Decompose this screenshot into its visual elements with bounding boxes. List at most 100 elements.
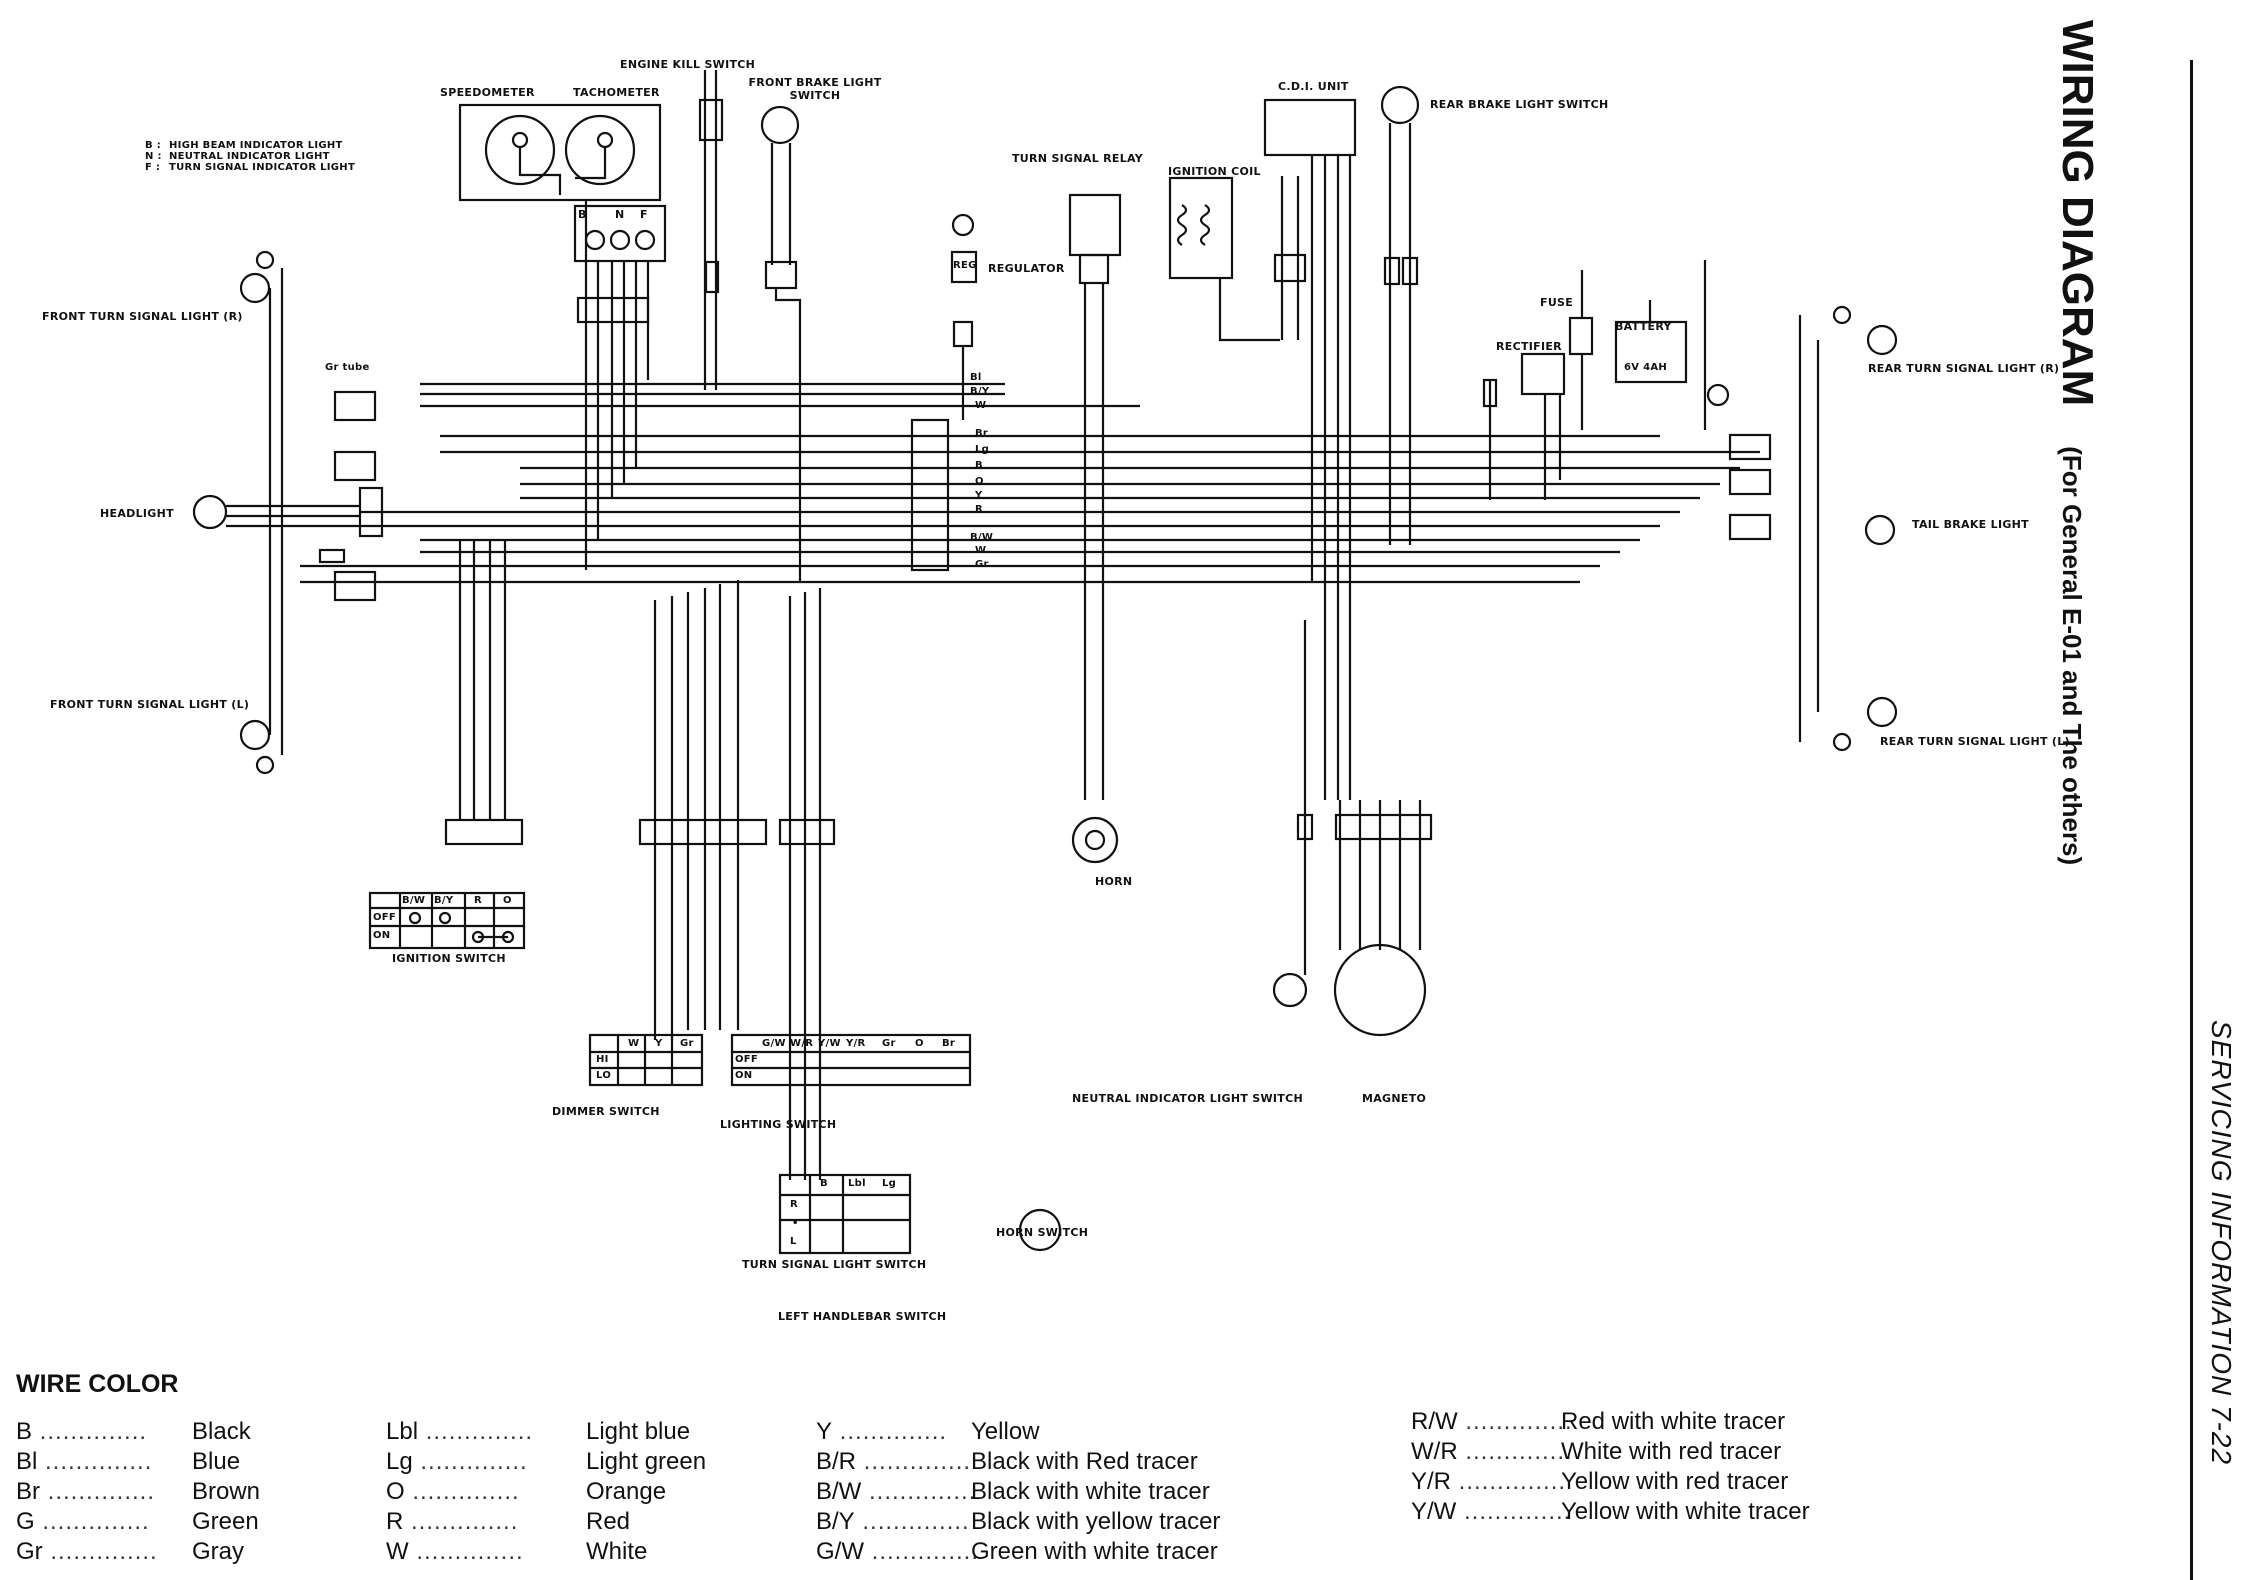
indicator-b: B	[578, 208, 587, 221]
magneto	[1272, 620, 1433, 1037]
lit-h2: Y/W	[818, 1038, 841, 1049]
front-turn-l-label: FRONT TURN SIGNAL LIGHT (L)	[50, 698, 250, 711]
bus-lbl-2: W	[975, 400, 987, 411]
wire-color-name: Black with white tracer	[971, 1478, 1210, 1505]
headlight-label: HEADLIGHT	[100, 507, 174, 520]
wire-color-code: G/W	[816, 1538, 864, 1565]
rectifier-label: RECTIFIER	[1496, 340, 1562, 353]
magneto-label: MAGNETO	[1362, 1092, 1427, 1105]
wire-color-code: R/W	[1411, 1408, 1458, 1435]
bus-lbl-0: Bl	[970, 372, 982, 383]
wire-color-name: Gray	[192, 1538, 245, 1565]
dim-h0: W	[628, 1038, 640, 1049]
wire-color-entry: R ..............Red	[386, 1508, 630, 1536]
wire-color-entry: Lg ..............Light green	[386, 1448, 706, 1476]
leader-dots: ..............	[856, 1448, 972, 1475]
wire-color-name: Light blue	[586, 1418, 691, 1445]
lit-h1: W/R	[790, 1038, 814, 1049]
regulator	[910, 213, 978, 572]
ignition-switch	[368, 540, 526, 950]
wire-color-entry: Y/R ..............Yellow with red tracer	[1411, 1468, 1788, 1496]
horn	[1071, 816, 1119, 864]
ign-r1: ON	[373, 930, 391, 941]
ts-h2: Lg	[882, 1178, 897, 1189]
indicator-key-f: F :TURN SIGNAL INDICATOR LIGHT	[145, 162, 356, 173]
leader-dots: ..............	[42, 1538, 158, 1565]
ignition-coil-label: IGNITION COIL	[1168, 165, 1261, 178]
leader-dots: ..............	[1457, 1408, 1573, 1435]
leader-dots: ..............	[864, 1538, 980, 1565]
tachometer-label: TACHOMETER	[573, 86, 660, 99]
dim-h1: Y	[655, 1038, 663, 1049]
wire-color-entry: Y ..............Yellow	[816, 1418, 1040, 1446]
wire-color-name: Yellow with red tracer	[1561, 1468, 1789, 1495]
dim-r1: LO	[596, 1070, 612, 1081]
lit-r1: ON	[735, 1070, 753, 1081]
ts-r0: R	[790, 1199, 799, 1210]
wire-color-code: Y	[816, 1418, 833, 1445]
ign-h1: B/Y	[434, 895, 454, 906]
battery-rating: 6V 4AH	[1624, 362, 1668, 373]
wire-color-code: Y/W	[1411, 1498, 1457, 1525]
bus-lbl-6: O	[975, 476, 984, 487]
wire-color-entry: G/W ..............Green with white trace…	[816, 1538, 1218, 1566]
rear-turn-l-label: REAR TURN SIGNAL LIGHT (L)	[1880, 735, 2070, 748]
wire-color-name: White with red tracer	[1561, 1438, 1782, 1465]
fuse-label: FUSE	[1540, 296, 1574, 309]
ign-h2: R	[474, 895, 483, 906]
wire-color-code: Br	[16, 1478, 40, 1505]
wire-color-code: Gr	[16, 1538, 43, 1565]
ts-h1: Lbl	[848, 1178, 866, 1189]
wire-color-entry: G ..............Green	[16, 1508, 259, 1536]
leader-dots: ..............	[854, 1508, 970, 1535]
wire-color-name: Red	[586, 1508, 631, 1535]
ignition-switch-label: IGNITION SWITCH	[392, 952, 506, 965]
wire-color-code: W	[386, 1538, 409, 1565]
wire-color-code: B/W	[816, 1478, 862, 1505]
ts-r2: L	[790, 1236, 797, 1247]
wire-color-name: Blue	[192, 1448, 241, 1475]
leader-dots: ..............	[408, 1538, 524, 1565]
wire-color-code: B/R	[816, 1448, 857, 1475]
horn-label: HORN	[1095, 875, 1133, 888]
subtitle-text: (For General E-01 and The others)	[2057, 446, 2087, 866]
lighting-switch-label: LIGHTING SWITCH	[720, 1118, 837, 1131]
neutral-indicator-light-switch-label: NEUTRAL INDICATOR LIGHT SWITCH	[1072, 1092, 1303, 1105]
reg-label: REG	[953, 260, 977, 271]
wire-color-name: Green	[192, 1508, 259, 1535]
wire-color-code: W/R	[1411, 1438, 1458, 1465]
wire-color-name: Yellow with white tracer	[1561, 1498, 1810, 1525]
leader-dots: ..............	[40, 1478, 156, 1505]
cdi-unit-label: C.D.I. UNIT	[1278, 80, 1349, 93]
indicator-f: F	[640, 208, 648, 221]
wire-color-entry: W ..............White	[386, 1538, 647, 1566]
wire-color-name: Brown	[192, 1478, 261, 1505]
relay-and-coil	[1068, 176, 1280, 800]
indicator-n: N	[615, 208, 625, 221]
lit-h4: Gr	[882, 1038, 896, 1049]
wire-color-entry: B/R ..............Black with Red tracer	[816, 1448, 1198, 1476]
ign-r0: OFF	[373, 912, 397, 923]
bus-lbl-10: W	[975, 545, 987, 556]
headlight	[192, 486, 384, 564]
wire-color-name: Yellow	[971, 1418, 1040, 1445]
bus-lbl-4: Lg	[975, 444, 990, 455]
bus-lbl-8: R	[975, 504, 984, 515]
leader-dots: ..............	[403, 1508, 519, 1535]
indicator-key-b: B :HIGH BEAM INDICATOR LIGHT	[145, 140, 343, 151]
ts-r1: •	[792, 1218, 799, 1229]
leader-dots: ..............	[404, 1478, 520, 1505]
regulator-label: REGULATOR	[988, 262, 1065, 275]
cdi-unit	[1263, 98, 1357, 800]
bus-lbl-1: B/Y	[970, 386, 990, 397]
wire-color-code: Lg	[386, 1448, 413, 1475]
rear-turn-r-label: REAR TURN SIGNAL LIGHT (R)	[1868, 362, 2060, 375]
dim-r0: HI	[596, 1054, 609, 1065]
leader-dots: ..............	[34, 1508, 150, 1535]
wire-color-code: Lbl	[386, 1418, 419, 1445]
wire-color-entry: R/W ..............Red with white tracer	[1411, 1408, 1785, 1436]
wire-color-entry: Lbl ..............Light blue	[386, 1418, 690, 1446]
handlebar-switches-top	[698, 70, 802, 582]
turn-signal-relay-label: TURN SIGNAL RELAY	[1012, 152, 1144, 165]
